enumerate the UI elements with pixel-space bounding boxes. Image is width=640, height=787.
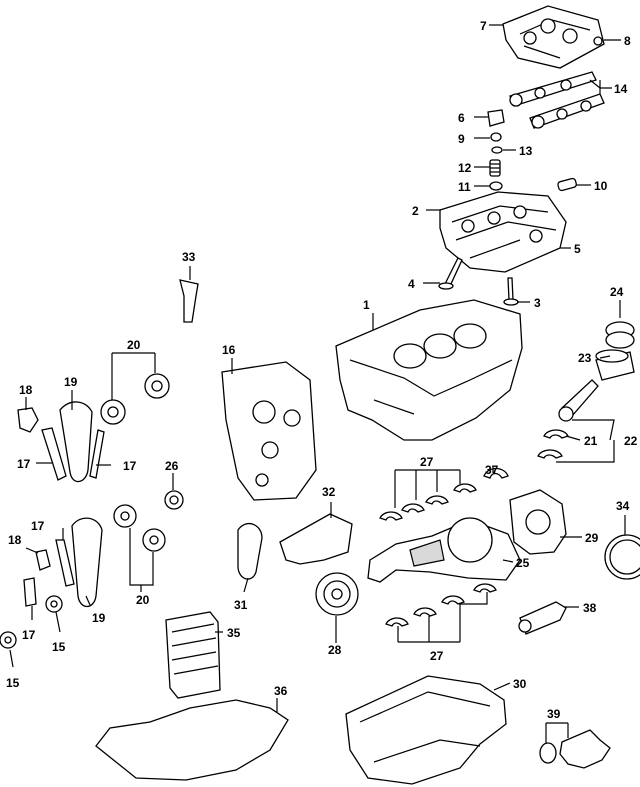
callout-27-lower: 27 — [430, 649, 444, 663]
rear-seal-ring — [604, 534, 640, 580]
valve-keeper — [491, 146, 503, 154]
callout-10: 10 — [594, 179, 608, 193]
oil-pressure-sensor — [518, 601, 567, 635]
callout-27-upper: 27 — [420, 455, 434, 469]
oil-pan-gasket — [95, 699, 289, 781]
callout-11: 11 — [458, 180, 471, 194]
chain-guide-upper-right — [89, 429, 105, 479]
callout-6: 6 — [458, 111, 465, 125]
oil-pan — [345, 675, 507, 785]
callout-3: 3 — [534, 296, 541, 310]
callout-30: 30 — [513, 677, 527, 691]
exhaust-valve — [507, 277, 514, 301]
chain-guide-lower — [55, 539, 75, 587]
callout-18-lower: 18 — [8, 533, 22, 547]
main-bearings-upper — [379, 483, 477, 521]
callout-14: 14 — [614, 82, 628, 96]
timing-cover — [221, 361, 317, 501]
callout-17-lower: 17 — [31, 519, 45, 533]
intake-valve — [444, 257, 463, 287]
callout-37: 37 — [485, 463, 499, 477]
crankshaft — [367, 517, 521, 583]
dipstick-tube — [179, 279, 199, 323]
crank-pulley — [315, 572, 359, 616]
callout-20-upper: 20 — [127, 338, 141, 352]
valve-seal — [489, 181, 503, 191]
crank-sprockets — [0, 595, 63, 649]
rod-bearing-lower — [537, 449, 563, 459]
callout-labels: 7 8 14 6 9 13 12 11 10 2 5 4 3 1 24 33 2… — [6, 19, 638, 721]
callout-20-lower: 20 — [136, 593, 150, 607]
callout-28: 28 — [328, 643, 342, 657]
camshafts — [509, 71, 605, 129]
piston-and-rings — [595, 321, 635, 381]
callout-23: 23 — [578, 351, 592, 365]
callout-21: 21 — [584, 434, 598, 448]
callout-38: 38 — [583, 601, 597, 615]
cam-sprockets-lower — [113, 504, 166, 552]
lash-adjuster — [557, 177, 577, 192]
callout-17-upper-left: 17 — [17, 457, 31, 471]
thrust-bearing — [483, 467, 509, 479]
callout-31: 31 — [234, 598, 248, 612]
callout-25: 25 — [516, 556, 530, 570]
callout-19-lower: 19 — [92, 611, 106, 625]
chain-tensioner-lower — [35, 549, 51, 571]
callout-26: 26 — [165, 459, 179, 473]
oil-pump — [279, 513, 353, 565]
oil-cooler — [165, 611, 221, 699]
chain-guide-upper-left — [41, 427, 67, 481]
callout-7: 7 — [480, 19, 487, 33]
crank-front-seal — [164, 490, 184, 510]
part-illustrations — [0, 5, 640, 785]
oil-pickup — [539, 729, 611, 769]
callout-15-lower: 15 — [6, 676, 20, 690]
callout-24: 24 — [610, 285, 624, 299]
main-bearings-lower — [385, 583, 497, 627]
rod-bearing-upper — [543, 429, 569, 439]
callout-16: 16 — [222, 343, 236, 357]
callout-9: 9 — [458, 132, 465, 146]
cylinder-head — [439, 191, 567, 273]
rear-main-seal — [509, 489, 567, 555]
callout-18-upper: 18 — [19, 383, 33, 397]
chain-tensioner-upper — [17, 407, 39, 433]
valve-spring — [489, 159, 501, 177]
callout-35: 35 — [227, 626, 241, 640]
callout-33: 33 — [182, 250, 196, 264]
callout-8: 8 — [624, 34, 631, 48]
callout-36: 36 — [274, 684, 288, 698]
cam-sprockets-upper — [100, 373, 170, 425]
callout-34: 34 — [616, 499, 630, 513]
callout-2: 2 — [412, 204, 419, 218]
rocker-arm — [487, 109, 505, 127]
callout-32: 32 — [322, 485, 336, 499]
leader-lines — [9, 24, 626, 744]
oil-pump-chain — [237, 522, 263, 580]
callout-17-lower-left: 17 — [22, 628, 36, 642]
valve-cover — [502, 5, 605, 69]
chain-guide-lower-left — [23, 577, 37, 607]
callout-19-upper: 19 — [64, 375, 78, 389]
timing-chain-lower — [71, 517, 103, 608]
valve-retainer — [490, 132, 502, 142]
callout-12: 12 — [458, 161, 472, 175]
callout-39: 39 — [547, 707, 561, 721]
callout-29: 29 — [585, 531, 599, 545]
engine-block — [335, 299, 523, 441]
callout-4: 4 — [408, 277, 415, 291]
callout-13: 13 — [519, 144, 533, 158]
callout-22: 22 — [624, 434, 638, 448]
callout-15-upper: 15 — [52, 640, 66, 654]
callout-17-upper-right: 17 — [123, 459, 137, 473]
callout-1: 1 — [363, 298, 370, 312]
callout-5: 5 — [574, 242, 581, 256]
